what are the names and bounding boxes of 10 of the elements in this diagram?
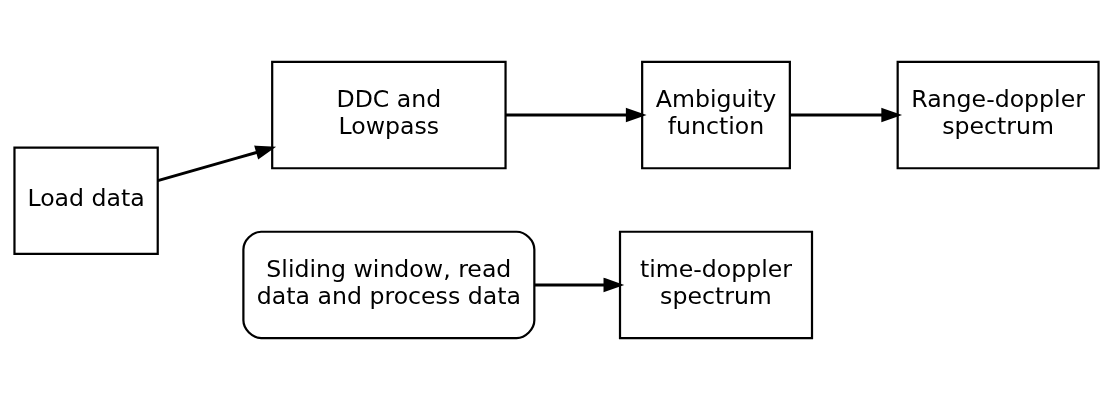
node-box: Load data (13, 146, 159, 255)
arrow (157, 145, 277, 183)
node-box: Ambiguity function (641, 60, 791, 170)
node-box: DDC and Lowpass (271, 60, 507, 170)
node-box: time-doppler spectrum (618, 230, 814, 340)
node-box: Range-doppler spectrum (896, 60, 1100, 170)
arrow (505, 107, 647, 123)
node-box: Sliding window, read data and process data (242, 230, 536, 340)
arrow (534, 277, 625, 293)
arrow (790, 107, 903, 123)
